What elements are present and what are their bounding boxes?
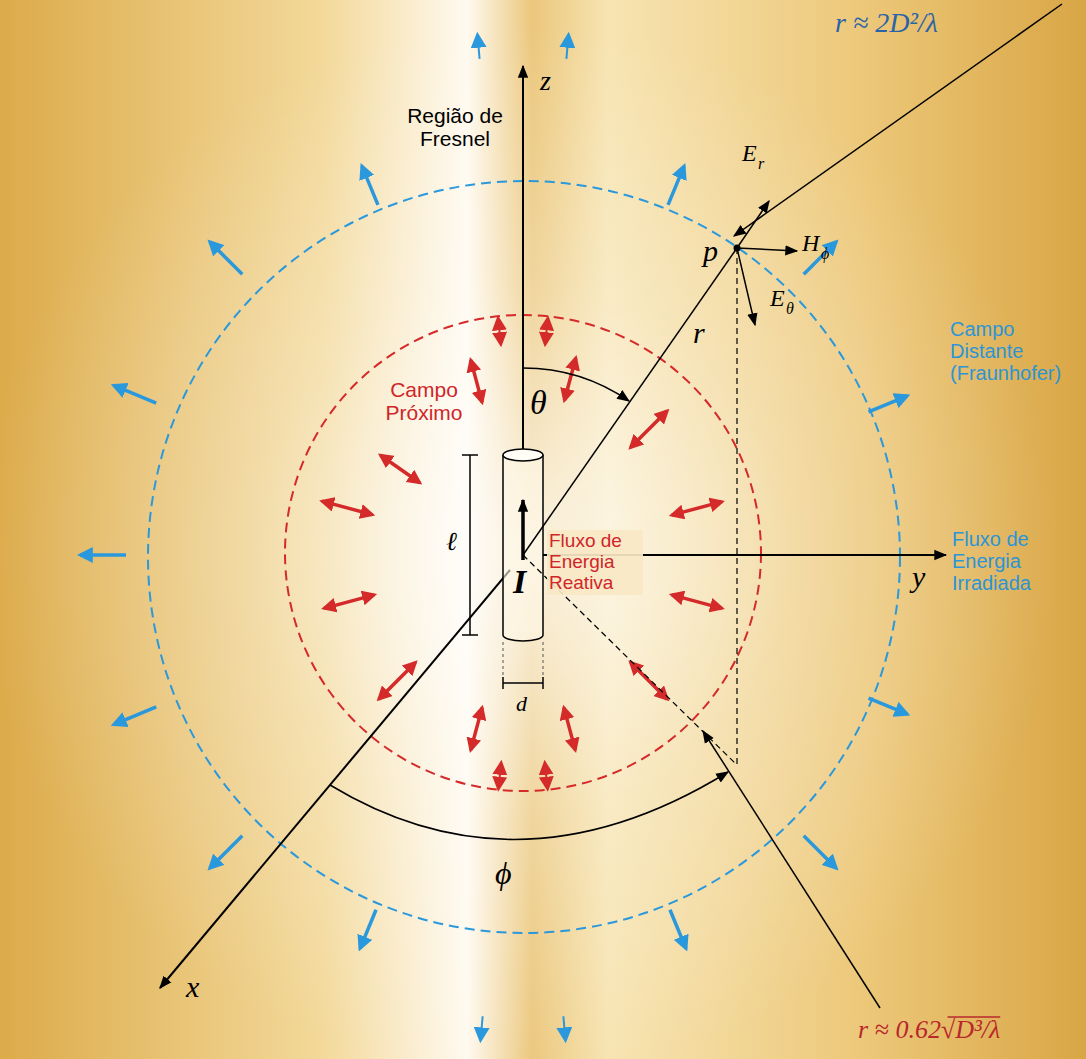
axis-label: y (912, 560, 925, 593)
radiated-flow-arrow (362, 166, 378, 205)
dipole-cylinder (503, 455, 543, 641)
radiated-flow-arrow (481, 1016, 483, 1040)
radiated-flow-arrow (869, 396, 908, 412)
radiated-flow-arrow (80, 553, 126, 557)
reactive-flow-arrow (322, 501, 372, 514)
radius-label: r (693, 316, 705, 349)
region-label: Campo Próximo (378, 378, 470, 424)
flow-label: Fluxo de Energia Irradiada (952, 528, 1062, 594)
reactive-flow-arrow (471, 360, 482, 403)
angle-label: θ (530, 384, 547, 421)
reactive-flow-arrow (545, 318, 548, 344)
reactive-flow-arrow (379, 662, 416, 699)
radiated-flow-arrow (668, 166, 684, 205)
leader-line (734, 4, 1062, 236)
reactive-flow-arrow (324, 595, 374, 608)
radiated-flow-arrow (210, 836, 243, 869)
near-field-formula: r ≈ 0.62√D³/λ (858, 1016, 1000, 1045)
length-label: ℓ (446, 528, 457, 557)
reactive-flow-arrow (564, 358, 575, 401)
length-tick (462, 634, 478, 636)
current-label: I (513, 563, 526, 600)
region-label: Campo Distante (Fraunhofer) (950, 318, 1072, 384)
drawing-part (80, 35, 907, 1040)
region-label: Região de Fresnel (400, 104, 510, 150)
reactive-flow-arrow (564, 708, 575, 751)
angle-label: ϕ (495, 856, 512, 891)
field-symbol: E (742, 140, 757, 166)
radiated-flow-arrow (114, 707, 156, 725)
radius-line (523, 248, 737, 555)
radiated-flow-arrow (114, 385, 156, 403)
point-label: p (703, 234, 718, 267)
diameter-guide (543, 642, 544, 677)
radiated-flow-arrow (869, 698, 908, 714)
z-axis (522, 66, 524, 452)
x-axis (160, 570, 510, 988)
field-subscript: θ (786, 300, 794, 318)
e-theta-vector (737, 248, 755, 325)
radiated-flow-arrow (478, 35, 480, 59)
reactive-flow-arrow (498, 318, 501, 344)
radiated-flow-arrow (670, 910, 686, 949)
length-bracket (469, 455, 471, 635)
length-tick (462, 454, 478, 456)
diameter-label: d (516, 692, 527, 716)
field-subscript: ϕ (821, 245, 829, 263)
radiated-flow-arrow (804, 836, 837, 869)
leader-line (703, 731, 880, 1008)
radiated-flow-arrow (360, 910, 376, 949)
reactive-flow-arrow (545, 763, 548, 789)
diameter-bracket (503, 682, 543, 684)
radiated-flow-arrow (566, 35, 568, 59)
diameter-tick (542, 677, 544, 689)
reactive-flow-arrow (672, 502, 722, 515)
reactive-flow-arrow (471, 708, 482, 751)
field-symbol: E (770, 285, 785, 311)
phi-arc (330, 772, 728, 839)
projection-line (736, 248, 737, 765)
radiated-flow-arrow (210, 242, 243, 275)
dipole-top (503, 449, 543, 461)
radiated-flow-arrow (563, 1016, 565, 1040)
reactive-flow-arrow (498, 763, 501, 789)
current-arrow (521, 500, 525, 560)
h-phi-vector (737, 248, 797, 251)
reactive-flow-arrow (380, 455, 419, 483)
reactive-flow-arrow (630, 662, 667, 699)
e-r-vector (737, 201, 769, 248)
axis-label: x (186, 970, 199, 1003)
far-field-formula: r ≈ 2D²/λ (835, 8, 938, 39)
reactive-flow-arrow (630, 411, 667, 448)
diameter-tick (502, 677, 504, 689)
field-symbol: H (802, 230, 819, 256)
flow-label: Fluxo de Energia Reativa (547, 530, 643, 595)
reactive-flow-arrow (672, 595, 722, 608)
axis-label: z (540, 66, 551, 97)
field-subscript: r (758, 155, 764, 173)
diameter-guide (503, 642, 504, 677)
